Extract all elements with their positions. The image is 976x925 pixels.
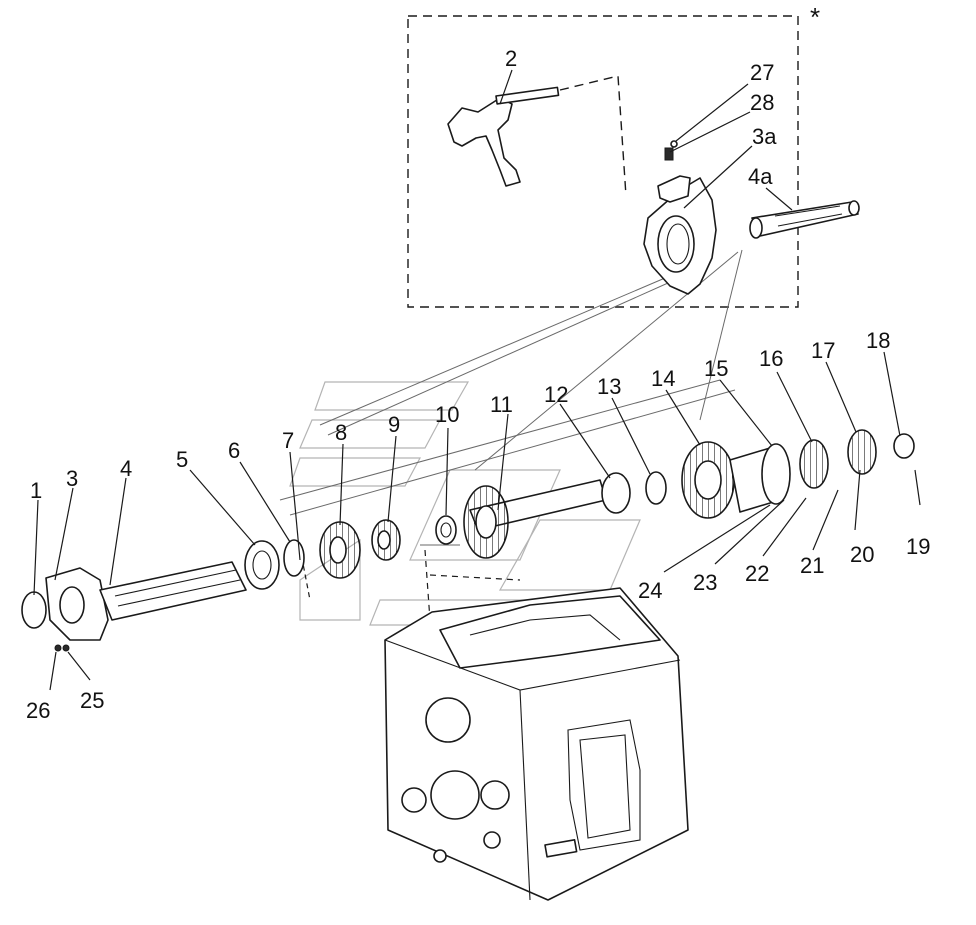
splined-hub-15-part (729, 443, 791, 513)
callout-24: 24 (638, 578, 662, 603)
callout-26: 26 (26, 698, 50, 723)
callout-6: 6 (228, 438, 240, 463)
callout-25: 25 (80, 688, 104, 713)
snap-ring-6-part (283, 539, 305, 577)
gear-14-part (681, 441, 735, 519)
callout-11: 11 (490, 392, 513, 417)
bearing-10-part (435, 515, 457, 545)
main-shaft-11-part (463, 479, 607, 559)
leader-lines (33, 69, 901, 691)
callout-8: 8 (335, 420, 347, 445)
callout-5: 5 (176, 447, 188, 472)
group-asterisk-marker: * (810, 2, 820, 32)
gear-8-part (319, 521, 361, 579)
synchro-16-17-part (799, 429, 915, 489)
callout-20: 20 (850, 542, 874, 567)
callout-7: 7 (282, 428, 294, 453)
callout-21: 21 (800, 553, 824, 578)
callout-3: 3 (66, 466, 78, 491)
flange-shaft-assembly-part (21, 561, 247, 652)
callout-18: 18 (866, 328, 890, 353)
callout-2: 2 (505, 46, 517, 71)
callout-16: 16 (759, 346, 783, 371)
callout-23: 23 (693, 570, 717, 595)
callout-13: 13 (597, 374, 621, 399)
pin-19-part (914, 469, 921, 506)
callout-10: 10 (435, 402, 459, 427)
callout-4: 4 (120, 456, 132, 481)
callout-9: 9 (388, 412, 400, 437)
callout-17: 17 (811, 338, 835, 363)
callout-15: 15 (704, 356, 728, 381)
callout-1: 1 (30, 478, 42, 503)
bearing-5-part (244, 540, 280, 590)
transmission-housing-part (384, 587, 689, 901)
callout-14: 14 (651, 366, 675, 391)
callout-28: 28 (750, 90, 774, 115)
subassembly-group-box (407, 15, 799, 308)
gear-9-part (371, 519, 401, 561)
shift-fork-part (447, 75, 627, 197)
callout-12: 12 (544, 382, 568, 407)
splined-shaft-4a-part (749, 200, 860, 239)
bearing-12-13-part (601, 471, 667, 514)
callout-4a: 4a (748, 164, 773, 189)
callout-27: 27 (750, 60, 774, 85)
callout-3a: 3a (752, 124, 777, 149)
bearing-housing-3a-part (643, 140, 717, 295)
callout-22: 22 (745, 561, 769, 586)
callout-19: 19 (906, 534, 930, 559)
